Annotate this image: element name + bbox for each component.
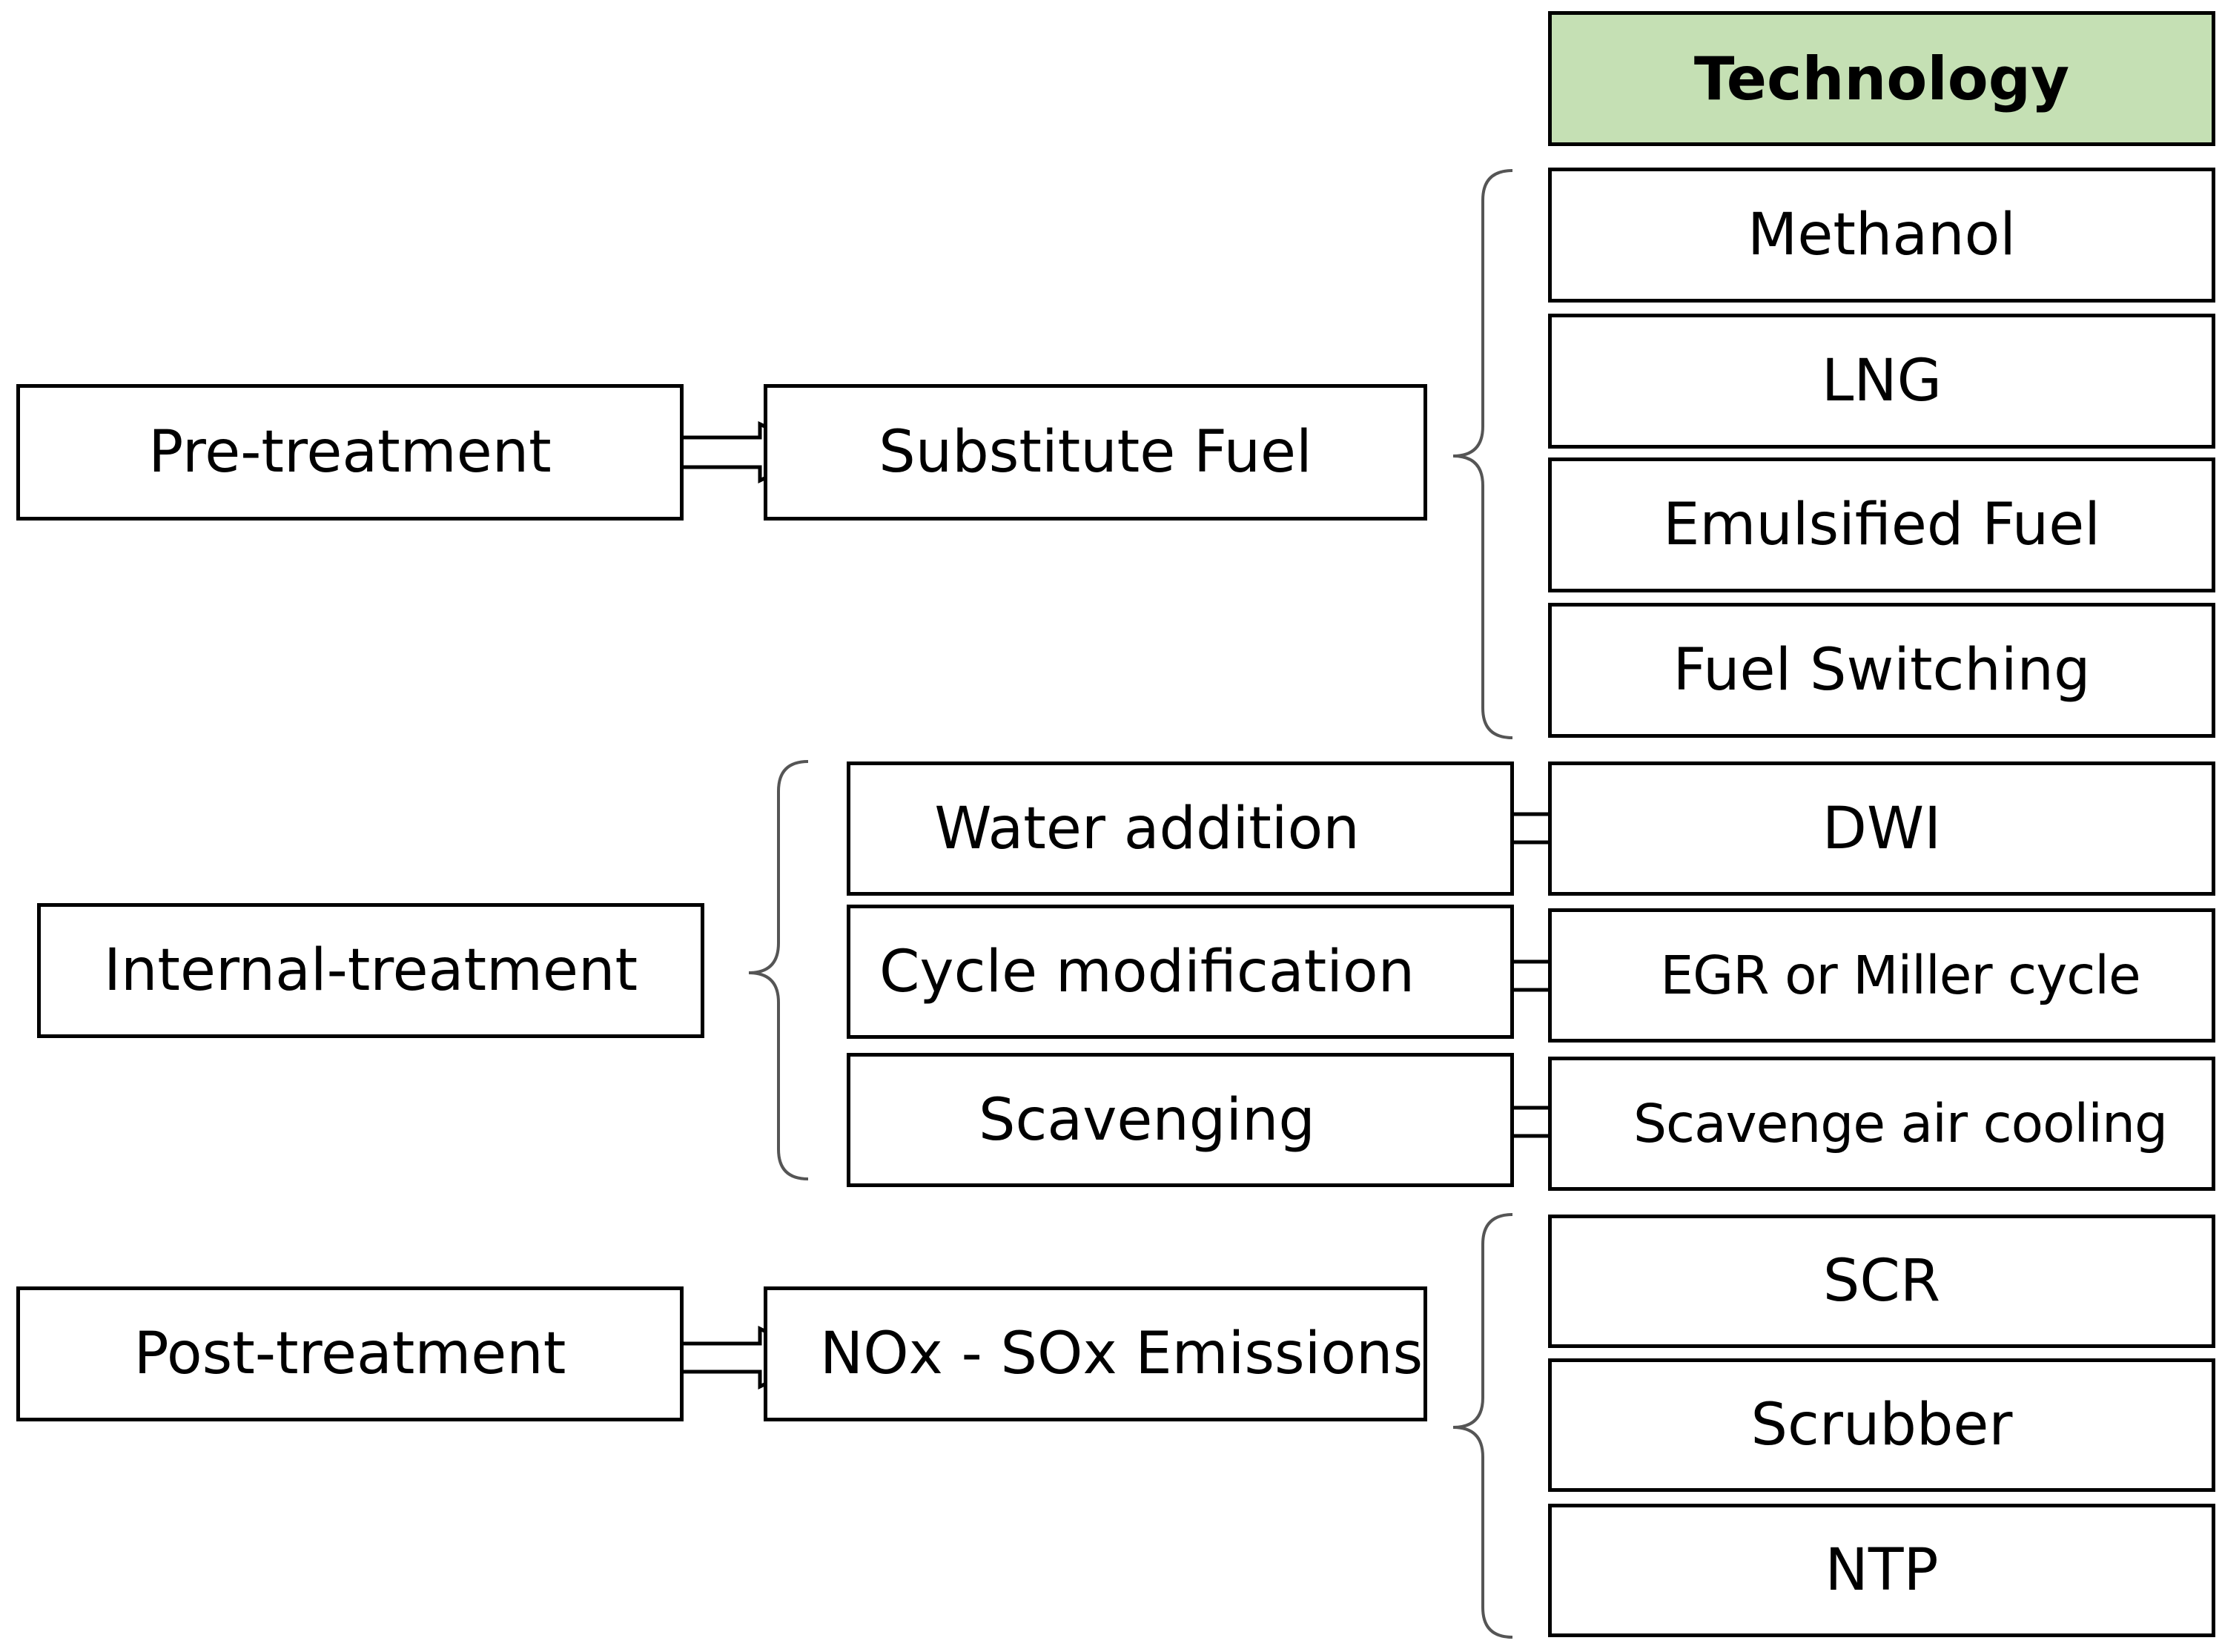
- bracket-substitute-fuel: [1452, 169, 1513, 739]
- bracket-post-treatment: [1452, 1213, 1513, 1639]
- category-water-addition: Water addition: [847, 761, 1514, 896]
- category-substitute-fuel-label: Substitute Fuel: [879, 419, 1312, 486]
- stage-pre-treatment: Pre-treatment: [16, 384, 684, 521]
- tech-fuel-switching-label: Fuel Switching: [1673, 637, 2091, 704]
- category-emissions: NOx - SOx Emissions: [764, 1286, 1427, 1421]
- category-scavenging-label: Scavenging: [979, 1086, 1315, 1154]
- category-cycle-modification: Cycle modification: [847, 905, 1514, 1039]
- stage-pre-treatment-label: Pre-treatment: [148, 419, 552, 486]
- tech-lng-label: LNG: [1821, 348, 1942, 414]
- tech-lng: LNG: [1548, 314, 2215, 449]
- tech-scr-label: SCR: [1822, 1248, 1941, 1315]
- category-substitute-fuel: Substitute Fuel: [764, 384, 1427, 521]
- category-cycle-modification-label: Cycle modification: [879, 938, 1415, 1005]
- tech-methanol-label: Methanol: [1747, 202, 2016, 268]
- category-emissions-label: NOx - SOx Emissions: [819, 1321, 1424, 1387]
- tech-dwi-label: DWI: [1822, 795, 1942, 862]
- tech-scrubber: Scrubber: [1548, 1358, 2215, 1492]
- tech-dwi: DWI: [1548, 761, 2215, 896]
- tech-ntp-label: NTP: [1825, 1537, 1939, 1604]
- tech-emulsified-fuel: Emulsified Fuel: [1548, 457, 2215, 592]
- stage-internal-treatment: Internal-treatment: [37, 903, 704, 1038]
- tech-egr-miller: EGR or Miller cycle: [1548, 908, 2215, 1043]
- stage-internal-treatment-label: Internal-treatment: [103, 937, 638, 1004]
- category-water-addition-label: Water addition: [934, 795, 1360, 862]
- tech-fuel-switching: Fuel Switching: [1548, 603, 2215, 738]
- tech-scr: SCR: [1548, 1215, 2215, 1348]
- bracket-internal-treatment: [748, 760, 809, 1180]
- tech-scavenge-air-cooling: Scavenge air cooling: [1548, 1057, 2215, 1191]
- technology-header: Technology: [1548, 11, 2215, 146]
- tech-methanol: Methanol: [1548, 168, 2215, 303]
- technology-header-label: Technology: [1693, 44, 2070, 113]
- stage-post-treatment-label: Post-treatment: [133, 1321, 566, 1387]
- tech-scavenge-air-cooling-label: Scavenge air cooling: [1633, 1093, 2168, 1154]
- tech-emulsified-fuel-label: Emulsified Fuel: [1663, 492, 2100, 558]
- tech-ntp: NTP: [1548, 1504, 2215, 1637]
- tech-scrubber-label: Scrubber: [1750, 1392, 2013, 1458]
- tech-egr-miller-label: EGR or Miller cycle: [1660, 945, 2140, 1006]
- stage-post-treatment: Post-treatment: [16, 1286, 684, 1421]
- category-scavenging: Scavenging: [847, 1053, 1514, 1187]
